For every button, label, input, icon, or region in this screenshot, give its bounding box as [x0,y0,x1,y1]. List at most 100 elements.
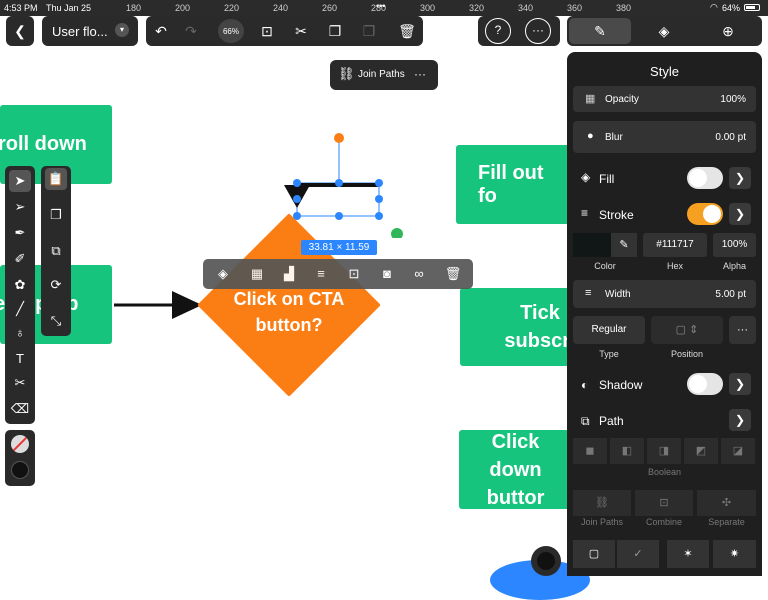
select-tool-icon[interactable]: ➤ [9,170,31,192]
scale-tool-icon[interactable]: ⤡ [50,313,62,328]
clipboard-icon[interactable]: 📋 [45,168,67,190]
brush-tool-icon[interactable]: ✿ [14,277,26,292]
trash-icon[interactable]: 🗑 [444,266,462,281]
selection-overlay[interactable] [280,128,410,238]
replicate-icon[interactable]: ⧉ [51,243,61,258]
back-button[interactable]: ❮ [6,16,34,46]
lasso-tool-icon[interactable]: ♁ [15,325,25,340]
ruler-tick: 180 [126,3,142,13]
text-tool-icon[interactable]: T [16,351,24,366]
pencil-tool-icon[interactable]: ✐ [14,251,26,266]
stroke-toggle[interactable] [687,203,723,225]
eyedropper-icon[interactable]: ✎ [611,233,637,257]
distribute-icon[interactable]: ≡ [317,266,325,281]
flow-box-fill-out-form[interactable]: Fill out fo [456,145,576,224]
arrange-icon[interactable]: ◈ [218,266,228,281]
separate-icon[interactable]: ✣ [697,490,756,516]
join-paths-icon[interactable]: ⛓ [573,490,631,516]
duplicate-icon[interactable]: ❐ [50,207,62,222]
blur-value: 0.00 pt [715,132,746,143]
hex-field[interactable]: #111717 [643,233,707,257]
link-shapes-icon[interactable]: ∞ [414,266,424,281]
style-panel: Style ▦ Opacity 100% ● Blur 0.00 pt ◈ Fi… [567,52,762,576]
direct-select-tool-icon[interactable]: ➢ [14,199,26,214]
width-row[interactable]: ≡ Width 5.00 pt [573,280,756,308]
alpha-field[interactable]: 100% [713,233,756,257]
tab-style[interactable] [569,18,631,44]
stroke-more-icon[interactable]: ··· [729,316,756,344]
paste-icon[interactable]: ❐ [362,23,376,39]
separate-label: Separate [708,517,745,527]
stroke-chevron-down-icon[interactable]: ❯ [729,203,751,225]
layers-icon[interactable]: ◈ [658,23,670,39]
redo-icon[interactable]: ↷ [185,23,197,39]
shadow-chevron-right-icon[interactable]: ❯ [729,373,751,395]
pen-tool-icon[interactable]: ✒ [14,225,26,240]
shadow-toggle[interactable] [687,373,723,395]
flow-box-click-download[interactable]: Click down buttor [459,430,576,509]
document-title-button[interactable]: User flo... ▾ [42,16,138,46]
path-chevron-down-icon[interactable]: ❯ [729,409,751,431]
zoom-level[interactable]: 66% [218,19,244,43]
decision-diamond-text: Click on CTA button? [233,289,345,335]
rotate-tool-icon[interactable]: ⟳ [50,277,62,292]
boolean-exclude-icon[interactable]: ◩ [684,438,718,464]
combine-label: Combine [645,517,683,527]
stroke-position-control[interactable]: ▢ ⇕ [651,316,723,344]
add-node-icon[interactable]: ✶ [667,540,709,568]
join-paths-label: Join Paths [580,517,624,527]
stroke-label: Stroke [599,208,634,222]
flow-arrow[interactable] [110,288,206,322]
opacity-row[interactable]: ▦ Opacity 100% [573,86,756,112]
boolean-intersect-icon[interactable]: ◨ [647,438,681,464]
more-icon[interactable]: ··· [414,67,426,81]
tool-options-palette: 📋 ❐ ⧉ ⟳ ⤡ [41,166,71,336]
blur-row[interactable]: ● Blur 0.00 pt [573,121,756,153]
mask-icon[interactable]: ◙ [383,266,391,281]
fill-swatch-none[interactable] [11,435,29,453]
ruler-tick: 280 [371,3,387,13]
shadow-icon: ◐ [581,378,589,392]
boolean-subtract-icon[interactable]: ◧ [610,438,644,464]
boolean-union-icon[interactable]: ◼ [573,438,607,464]
boolean-divide-icon[interactable]: ◪ [721,438,755,464]
path-icon: ⧉ [581,414,590,428]
stroke-lines-icon: ≡ [581,206,589,220]
help-icon[interactable]: ? [485,18,511,44]
undo-icon[interactable]: ↶ [155,23,167,39]
stroke-swatch[interactable] [11,461,29,479]
multitasking-dots-icon[interactable]: ••• [376,1,386,11]
group-icon[interactable]: ⊡ [348,266,360,281]
canvas-knob[interactable] [531,546,561,576]
trash-icon[interactable]: 🗑 [398,23,416,39]
join-paths-button[interactable]: Join Paths [358,69,405,80]
fill-label: Fill [599,172,615,186]
combine-icon[interactable]: ⊡ [635,490,693,516]
scissors-icon[interactable]: ✂ [295,23,307,39]
flow-box-tick-subscribe[interactable]: Tick subscri [460,288,576,366]
add-icon[interactable]: ⊕ [722,23,734,39]
scissors-tool-icon[interactable]: ✂ [14,375,26,390]
alpha-label: Alpha [722,261,747,271]
more-options-icon[interactable]: ··· [525,18,551,44]
align-icon[interactable]: ▟ [284,266,294,281]
fill-chevron-right-icon[interactable]: ❯ [729,167,751,189]
chevron-down-icon: ▾ [115,23,129,37]
panel-title: Style [650,64,679,79]
fill-toggle[interactable] [687,167,723,189]
check-icon[interactable]: ✓ [617,540,659,568]
eraser-tool-icon[interactable]: ⌫ [10,401,30,416]
stroke-type-dropdown[interactable]: Regular [573,316,645,344]
path-label: Path [599,414,624,428]
checkerboard-icon: ▦ [585,93,596,105]
transform-icon[interactable]: ⊡ [261,23,273,39]
width-value: 5.00 pt [715,289,746,300]
remove-node-icon[interactable]: ✷ [713,540,756,568]
copy-icon[interactable]: ❐ [328,23,342,39]
boolean-label: Boolean [647,467,682,477]
stroke-color-swatch[interactable] [573,233,611,257]
frame-icon[interactable]: ▢ [573,540,615,568]
ruler-tick: 200 [175,3,191,13]
checkerboard-icon[interactable]: ▦ [250,266,264,281]
line-tool-icon[interactable]: ╱ [16,301,24,316]
